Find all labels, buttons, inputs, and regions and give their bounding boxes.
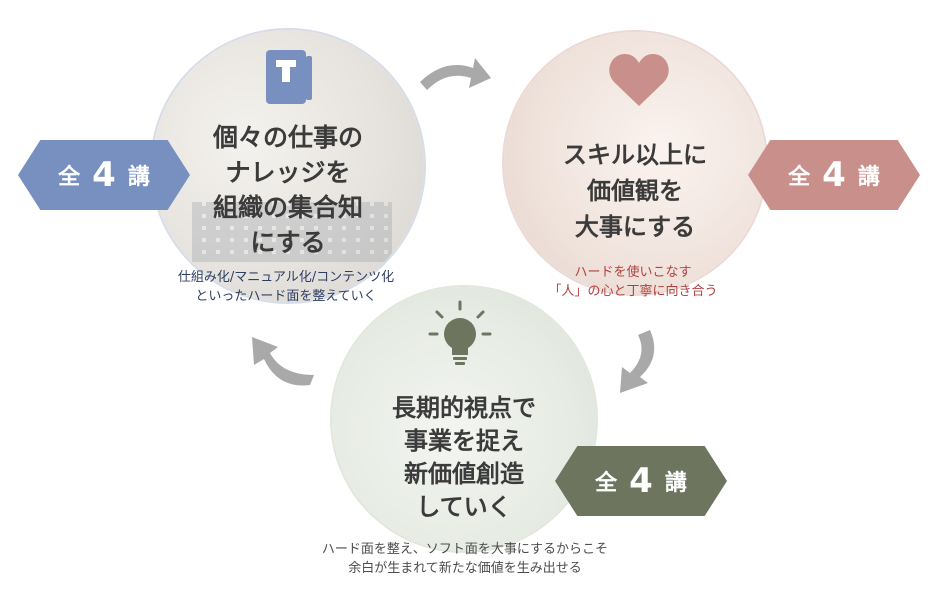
circle-caption: ハード面を整え、ソフト面を大事にするからこそ 余白が生まれて新たな価値を生み出せ… — [321, 542, 609, 576]
cycle-arrow-icon-right — [620, 330, 655, 393]
circle-title: 長期的視点で 事業を捉え 新価値創造 していく — [392, 393, 536, 521]
cycle-arrow-icon-top — [420, 58, 491, 90]
session-count-badge: 全 4 講 — [748, 140, 920, 210]
keyboard-image — [192, 202, 392, 262]
lightbulb-icon — [428, 300, 492, 365]
session-count-badge: 全 4 講 — [555, 446, 727, 516]
heart-icon — [609, 54, 669, 106]
book-icon — [266, 50, 312, 104]
cycle-arrow-icon-left — [252, 337, 314, 386]
circle-title: スキル以上に 価値観を 大事にする — [563, 140, 707, 241]
circle-caption: 仕組み化/マニュアル化/コンテンツ化 といったハード面を整えていく — [177, 270, 395, 304]
session-count-badge: 全 4 講 — [18, 140, 190, 210]
circle-title: 個々の仕事の ナレッジを 組織の集合知 にする — [212, 123, 363, 257]
